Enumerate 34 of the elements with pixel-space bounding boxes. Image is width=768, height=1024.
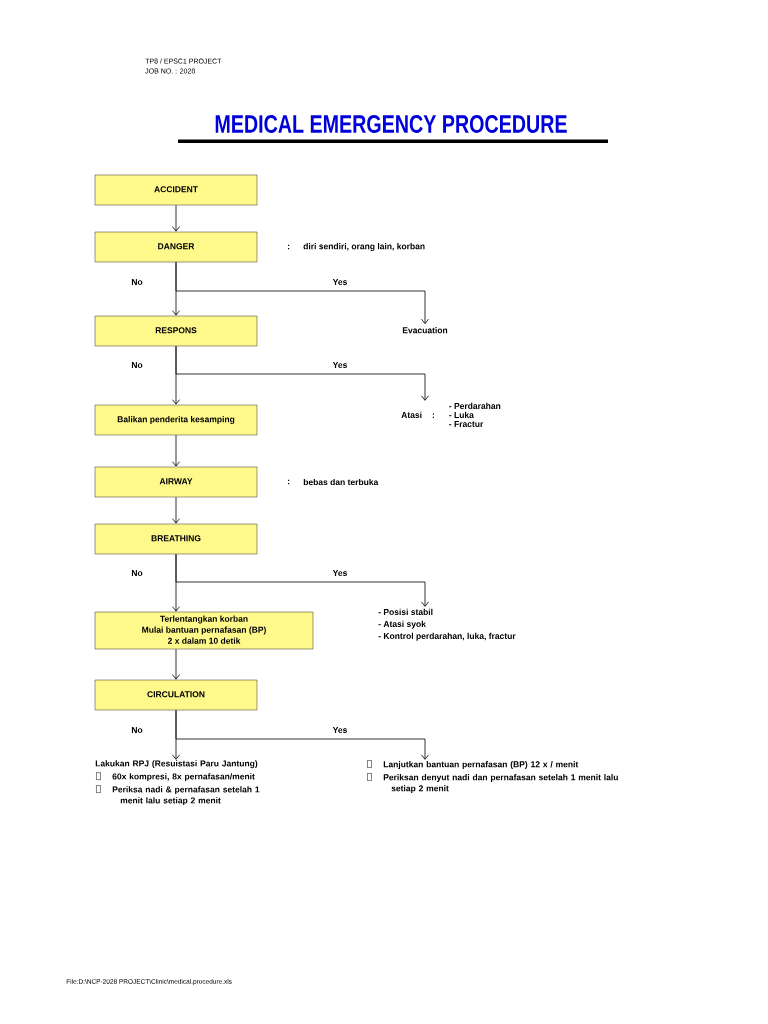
arrow [172, 648, 180, 680]
process-box: CIRCULATION [94, 679, 258, 711]
arrow [175, 553, 429, 607]
outcome-text: Evacuation [402, 327, 448, 334]
side-note: diri sendiri, orang lain, korban [303, 243, 425, 251]
note-text: Lakukan RPJ (Resuistasi Paru Jantung) 60x kompresi, 8x pernafasan/menit Periksa nadi & pernafasan setelah 1 menit lalu setiap 2 menit [95, 760, 260, 806]
side-note: bebas dan terbuka [303, 478, 379, 486]
arrow [172, 434, 180, 467]
note-text: - Posisi stabil - Atasi syok - Kontrol perdarahan, luka, fractur [378, 608, 516, 641]
process-box: Balikan penderita kesamping [94, 404, 258, 436]
arrow [172, 496, 180, 524]
process-box: Terlentangkan korban Mulai bantuan pernafasan (BP) 2 x dalam 10 detik [94, 611, 314, 650]
edge-label: Yes [331, 569, 349, 577]
note-text: - Perdarahan Atasi : - Luka - Fractur [401, 402, 501, 427]
edge-label: Yes [331, 278, 349, 286]
process-box: BREATHING [94, 523, 258, 555]
arrow [175, 261, 429, 325]
process-box: DANGER [94, 231, 258, 263]
process-box: AIRWAY [94, 466, 258, 498]
edge-label: No [130, 726, 144, 734]
edge-label: Yes [331, 726, 349, 734]
edge-label: No [130, 278, 144, 286]
title: MEDICAL EMERGENCY PROCEDURE [215, 115, 567, 133]
note-text: Lanjutkan bantuan pernafasan (BP) 12 x / menit Periksan denyut nadi dan pernafasan setelah 1 menit lalu setiap 2 menit [366, 760, 618, 793]
side-note: : [288, 479, 290, 485]
arrow [175, 345, 429, 401]
edge-label: Yes [331, 361, 349, 369]
arrow [172, 204, 180, 232]
edge-label: No [130, 361, 144, 369]
edge-label: No [130, 569, 144, 577]
process-box: ACCIDENT [94, 174, 258, 206]
side-note: : [288, 244, 290, 250]
arrow [175, 709, 429, 760]
process-box: RESPONS [94, 315, 258, 347]
